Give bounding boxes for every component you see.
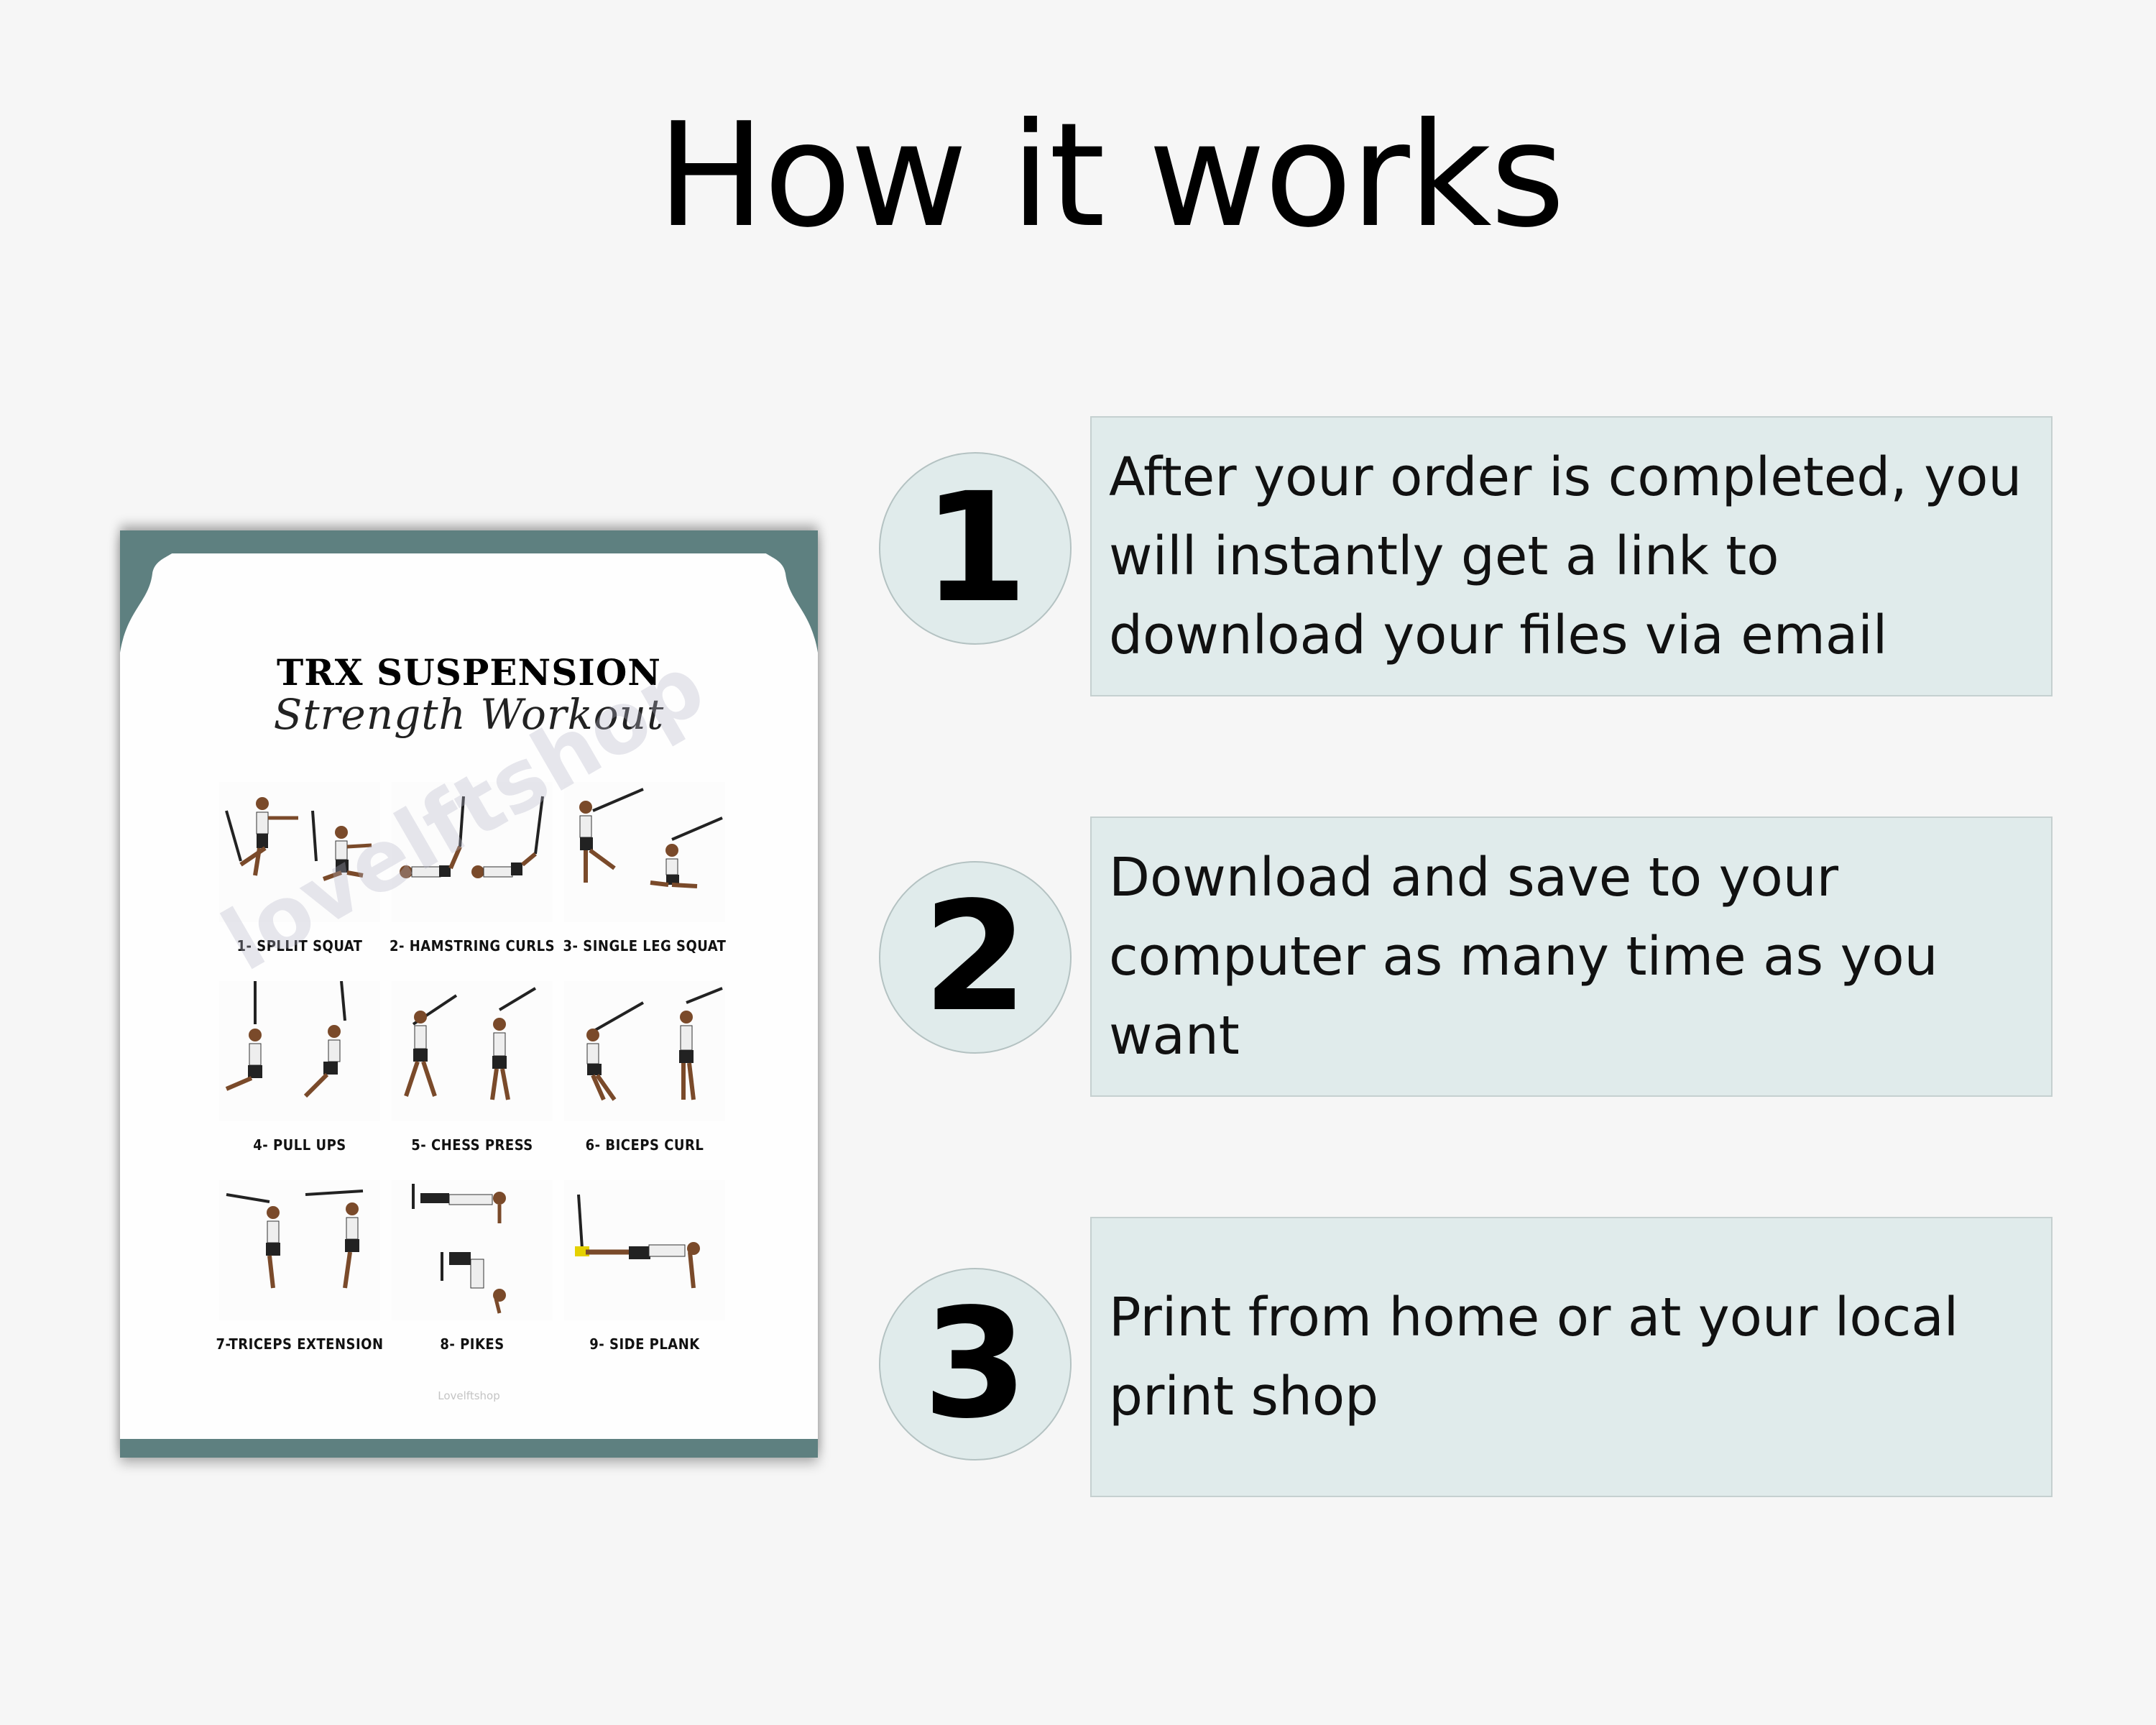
exercise-grid: 1- SPLLIT SQUAT 2- HAMSTRING CURLS: [213, 782, 731, 1371]
poster-credit: Lovelftshop: [438, 1389, 500, 1402]
poster-corner-left-ornament: [120, 530, 185, 653]
poster-top-band: [120, 530, 818, 553]
exercise-card: 7-TRICEPS EXTENSION: [213, 1180, 386, 1379]
exercise-label: 7-TRICEPS EXTENSION: [216, 1335, 384, 1353]
exercise-illustration: [564, 782, 725, 922]
step-1-text: After your order is completed, you will …: [1109, 446, 2022, 666]
page-title: How it works: [657, 92, 1565, 259]
exercise-illustration: [392, 981, 553, 1121]
exercise-label: 4- PULL UPS: [253, 1136, 346, 1154]
exercise-illustration: [564, 1180, 725, 1320]
exercise-card: 8- PIKES: [386, 1180, 558, 1379]
exercise-card: 1- SPLLIT SQUAT: [213, 782, 386, 981]
step-2-text: Download and save to your computer as ma…: [1109, 847, 1938, 1067]
poster-corner-right-ornament: [753, 530, 818, 653]
poster-preview: TRX SUSPENSION Strength Workout 1- SPLLI…: [120, 530, 818, 1458]
step-1-box: After your order is completed, you will …: [1090, 416, 2053, 696]
exercise-label: 2- HAMSTRING CURLS: [389, 937, 556, 954]
step-2-number: 2: [879, 861, 1072, 1054]
exercise-card: 9- SIDE PLANK: [558, 1180, 731, 1379]
exercise-illustration: [564, 981, 725, 1121]
exercise-card: 4- PULL UPS: [213, 980, 386, 1180]
exercise-illustration: [219, 1180, 380, 1320]
exercise-illustration: [392, 782, 553, 922]
exercise-illustration: [392, 1180, 553, 1320]
step-2-box: Download and save to your computer as ma…: [1090, 816, 2053, 1097]
step-3-box: Print from home or at your local print s…: [1090, 1217, 2053, 1497]
exercise-card: 3- SINGLE LEG SQUAT: [558, 782, 731, 981]
exercise-label: 6- BICEPS CURL: [585, 1136, 704, 1154]
exercise-card: 2- HAMSTRING CURLS: [386, 782, 558, 981]
exercise-label: 3- SINGLE LEG SQUAT: [563, 937, 727, 954]
exercise-label: 1- SPLLIT SQUAT: [236, 937, 363, 954]
poster-heading: TRX SUSPENSION: [277, 651, 661, 694]
step-3-text: Print from home or at your local print s…: [1109, 1287, 1959, 1427]
exercise-label: 8- PIKES: [440, 1335, 505, 1353]
exercise-illustration: [219, 782, 380, 922]
exercise-illustration: [219, 980, 380, 1121]
exercise-card: 5- CHESS PRESS: [386, 981, 558, 1180]
step-1-number: 1: [879, 452, 1072, 645]
exercise-label: 5- CHESS PRESS: [411, 1136, 533, 1154]
step-3-number: 3: [879, 1268, 1072, 1460]
poster-bottom-band: [120, 1439, 818, 1458]
exercise-label: 9- SIDE PLANK: [589, 1335, 700, 1353]
poster-subheading: Strength Workout: [273, 690, 665, 739]
exercise-card: 6- BICEPS CURL: [558, 981, 731, 1180]
